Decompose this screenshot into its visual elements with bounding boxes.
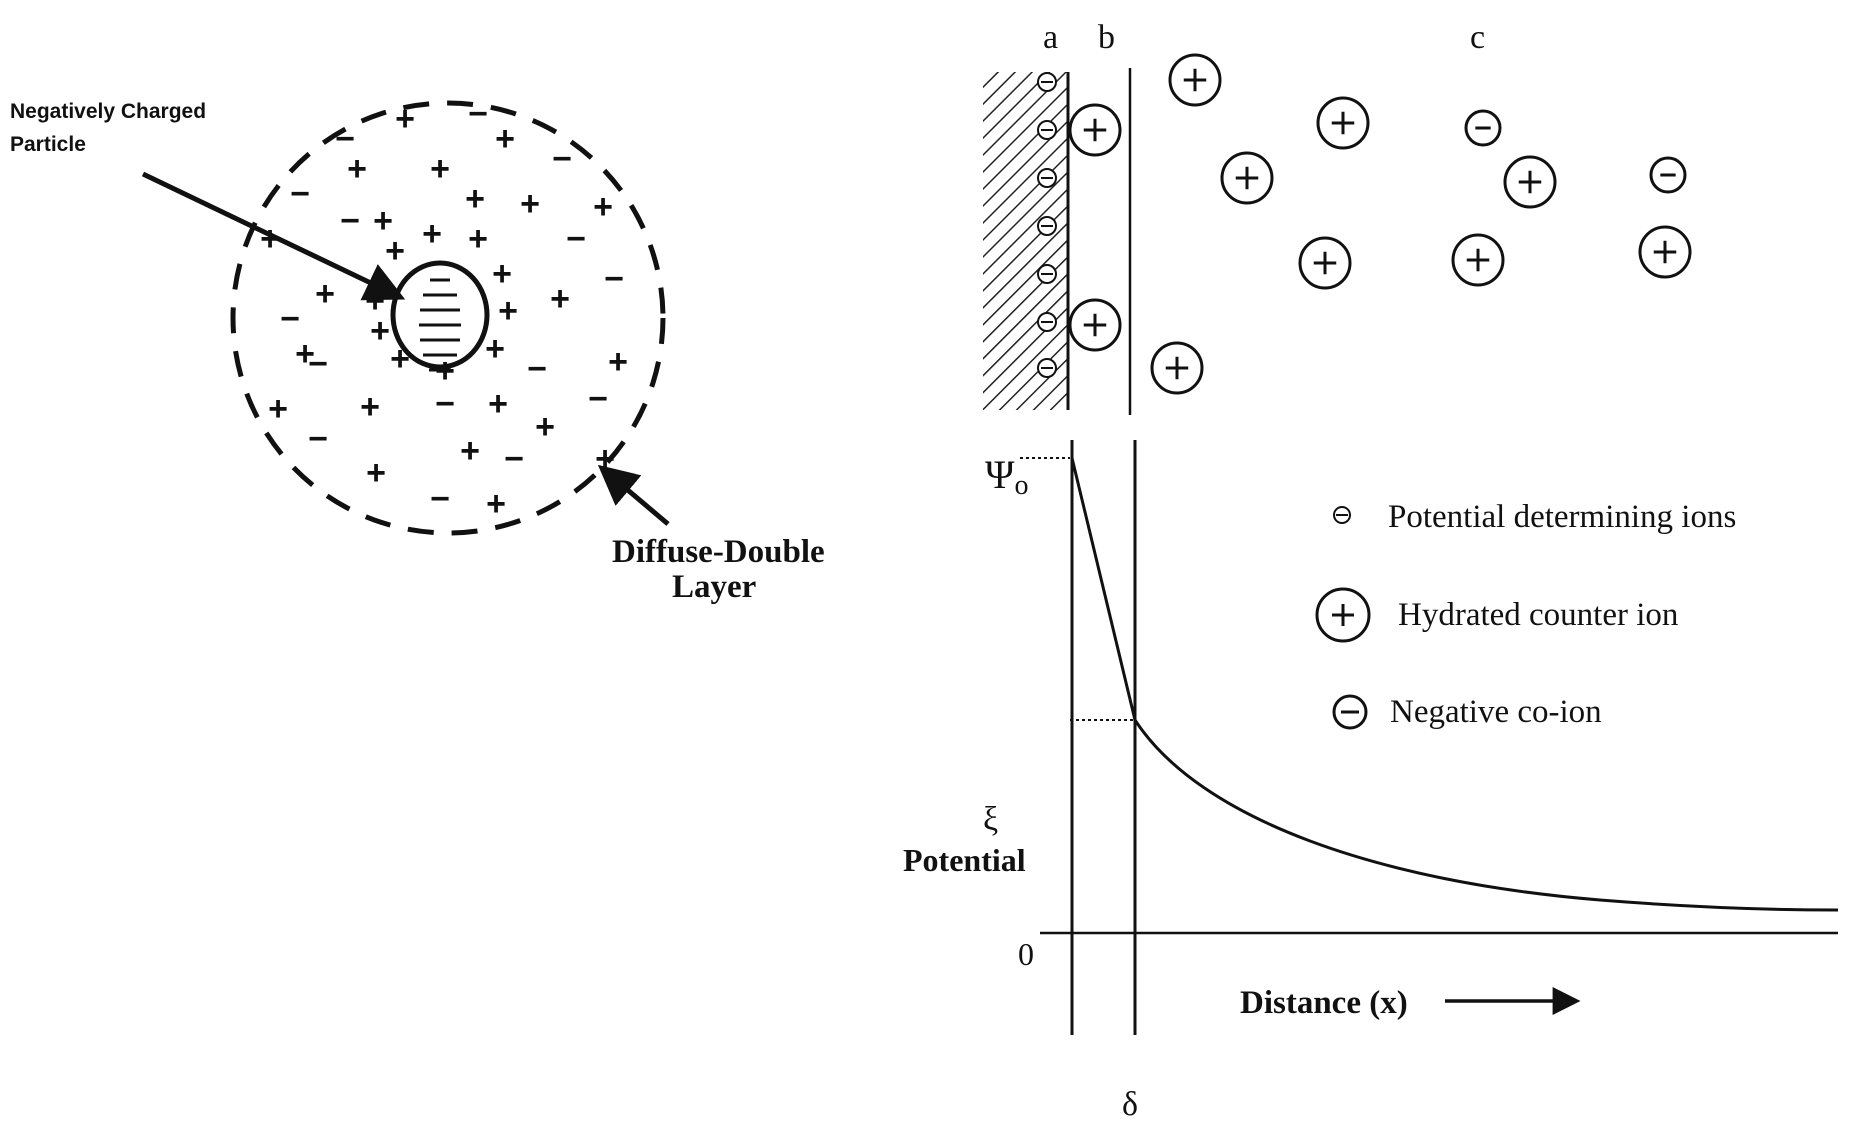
layer-plus-sign: + — [260, 220, 280, 258]
layer-plus-sign: + — [366, 454, 386, 492]
layer-plus-sign: + — [498, 292, 518, 330]
layer-minus-sign: − — [340, 202, 360, 240]
delta-label: δ — [1122, 1086, 1138, 1123]
layer-label-line2: Layer — [672, 569, 756, 605]
layer-plus-sign: + — [395, 100, 415, 138]
region-c-label: c — [1470, 19, 1485, 56]
layer-label-line1: Diffuse-Double — [612, 534, 825, 570]
hydrated-counter-ion — [1638, 225, 1692, 279]
layer-plus-sign: + — [485, 330, 505, 368]
electric-double-layer-diagram: a b c Ψo ξ Potential 0 Distance (x) δ Po… — [903, 19, 1839, 1123]
legend-co-ion-icon — [1332, 694, 1368, 730]
layer-plus-sign: + — [535, 408, 555, 446]
particle-label-line2: Particle — [10, 133, 86, 156]
layer-plus-sign: + — [593, 188, 613, 226]
layer-plus-sign: + — [486, 485, 506, 523]
potential-determining-ion — [1037, 168, 1057, 188]
potential-determining-ion — [1037, 120, 1057, 140]
hydrated-counter-ion — [1168, 53, 1222, 107]
layer-plus-sign: + — [435, 352, 455, 390]
layer-plus-sign: + — [520, 185, 540, 223]
region-a-label: a — [1043, 19, 1058, 56]
negative-co-ion — [1649, 156, 1687, 194]
layer-minus-sign: − — [552, 140, 572, 178]
potential-determining-ion — [1037, 72, 1057, 92]
layer-plus-sign: + — [360, 388, 380, 426]
layer-plus-sign: + — [385, 232, 405, 270]
layer-plus-sign: + — [370, 312, 390, 350]
layer-minus-sign: − — [566, 220, 586, 258]
layer-minus-sign: − — [588, 380, 608, 418]
hydrated-counter-ion — [1451, 233, 1505, 287]
solution-ions — [1068, 53, 1692, 395]
potential-determining-ions — [1037, 72, 1057, 378]
layer-plus-sign: + — [488, 385, 508, 423]
potential-determining-ion — [1037, 358, 1057, 378]
hydrated-counter-ion — [1220, 151, 1274, 205]
layer-plus-sign: + — [295, 335, 315, 373]
layer-plus-sign: + — [550, 280, 570, 318]
layer-plus-sign: + — [460, 432, 480, 470]
hydrated-counter-ion — [1316, 96, 1370, 150]
layer-minus-sign: − — [290, 175, 310, 213]
diffuse-layer-boundary — [230, 100, 666, 536]
legend-potential-determining-label: Potential determining ions — [1388, 499, 1736, 535]
region-b-label: b — [1098, 19, 1115, 56]
layer-minus-sign: − — [468, 95, 488, 133]
potential-determining-ion — [1037, 312, 1057, 332]
layer-minus-sign: − — [280, 300, 300, 338]
potential-determining-ion — [1037, 216, 1057, 236]
layer-minus-sign: − — [430, 480, 450, 518]
zero-label: 0 — [1018, 936, 1034, 972]
layer-plus-sign: + — [492, 255, 512, 293]
negative-co-ion — [1464, 109, 1502, 147]
potential-axis-label: Potential — [903, 842, 1026, 878]
layer-plus-sign: + — [608, 343, 628, 381]
layer-minus-sign: − — [435, 385, 455, 423]
layer-plus-sign: + — [315, 275, 335, 313]
layer-plus-sign: + — [268, 390, 288, 428]
legend-counter-ion-icon — [1315, 587, 1371, 643]
legend-potential-determining-icon — [1333, 506, 1351, 524]
layer-minus-sign: − — [604, 260, 624, 298]
charged-surface — [983, 72, 1068, 410]
layer-minus-sign: − — [335, 120, 355, 158]
potential-curve — [1070, 457, 1839, 912]
hydrated-counter-ion — [1150, 341, 1204, 395]
hydrated-counter-ion — [1298, 236, 1352, 290]
particle-surface-charges — [419, 278, 461, 372]
layer-plus-sign: + — [465, 180, 485, 218]
layer-plus-sign: + — [390, 340, 410, 378]
layer-plus-sign: + — [468, 220, 488, 258]
negatively-charged-particle — [390, 260, 490, 370]
legend: Potential determining ions Hydrated coun… — [1315, 499, 1736, 730]
diffuse-layer-charges: −++−++−−+++−++++−++−+++−++−++++−+−+−+++−… — [260, 95, 628, 523]
zeta-symbol: ξ — [983, 801, 998, 838]
particle-label-line1: Negatively Charged — [10, 100, 206, 123]
legend-counter-ion-label: Hydrated counter ion — [1398, 597, 1678, 633]
layer-minus-sign: − — [308, 420, 328, 458]
legend-co-ion-label: Negative co-ion — [1390, 694, 1602, 730]
potential-determining-ion — [1037, 264, 1057, 284]
hydrated-counter-ion — [1068, 298, 1122, 352]
layer-plus-sign: + — [422, 215, 442, 253]
layer-minus-sign: − — [527, 350, 547, 388]
particle-pointer-arrow — [141, 171, 406, 301]
layer-minus-sign: − — [504, 440, 524, 478]
layer-pointer-arrow — [597, 464, 670, 526]
distance-axis-label: Distance (x) — [1240, 985, 1408, 1021]
layer-minus-sign: − — [308, 345, 328, 383]
psi-label: Ψo — [985, 452, 1029, 501]
charged-particle-diagram: −++−++−−+++−++++−++−+++−++−++++−+−+−+++−… — [10, 95, 825, 605]
layer-plus-sign: + — [373, 202, 393, 240]
hydrated-counter-ion — [1068, 103, 1122, 157]
layer-plus-sign: + — [495, 120, 515, 158]
layer-plus-sign: + — [347, 150, 367, 188]
hydrated-counter-ion — [1503, 155, 1557, 209]
layer-plus-sign: + — [430, 150, 450, 188]
